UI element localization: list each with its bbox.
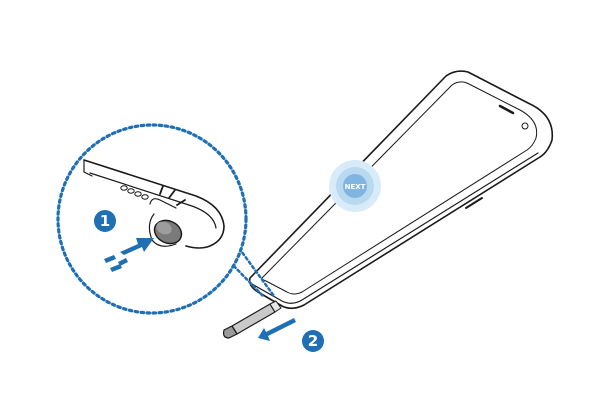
phone-earpiece xyxy=(498,104,515,115)
step-1-badge: 1 xyxy=(94,210,116,232)
press-arrow-dashes xyxy=(104,255,128,272)
press-indicator-lines xyxy=(159,185,186,206)
screen-button: NEXT xyxy=(329,160,381,212)
s-pen-barrel xyxy=(231,303,276,335)
s-pen xyxy=(222,300,282,339)
step-2-number: 2 xyxy=(308,332,318,350)
callout-magnifier xyxy=(56,123,248,315)
pull-arrow-icon xyxy=(258,318,296,341)
step-2-circle xyxy=(302,330,324,352)
phone xyxy=(248,70,554,310)
screen-button-icon xyxy=(343,174,367,198)
phone-outer-frame xyxy=(248,70,554,310)
step-1-circle xyxy=(94,210,116,232)
screen-button-label: NEXT xyxy=(345,183,366,191)
s-pen-end xyxy=(269,300,282,313)
s-pen-cap xyxy=(222,325,238,339)
press-arrow-icon xyxy=(104,238,154,272)
speaker-grille xyxy=(120,185,149,200)
step-2-badge: 2 xyxy=(302,330,324,352)
step-1-number: 1 xyxy=(100,212,110,230)
press-arrow-body xyxy=(120,238,154,255)
phone-front-camera xyxy=(521,122,529,130)
phone-side-button xyxy=(465,197,483,209)
s-pen-slot xyxy=(149,198,177,209)
phone-side-edge xyxy=(251,152,539,304)
phone-screen xyxy=(261,81,538,295)
zoomed-phone-corner xyxy=(83,159,225,249)
callout-connectors xyxy=(228,242,276,298)
